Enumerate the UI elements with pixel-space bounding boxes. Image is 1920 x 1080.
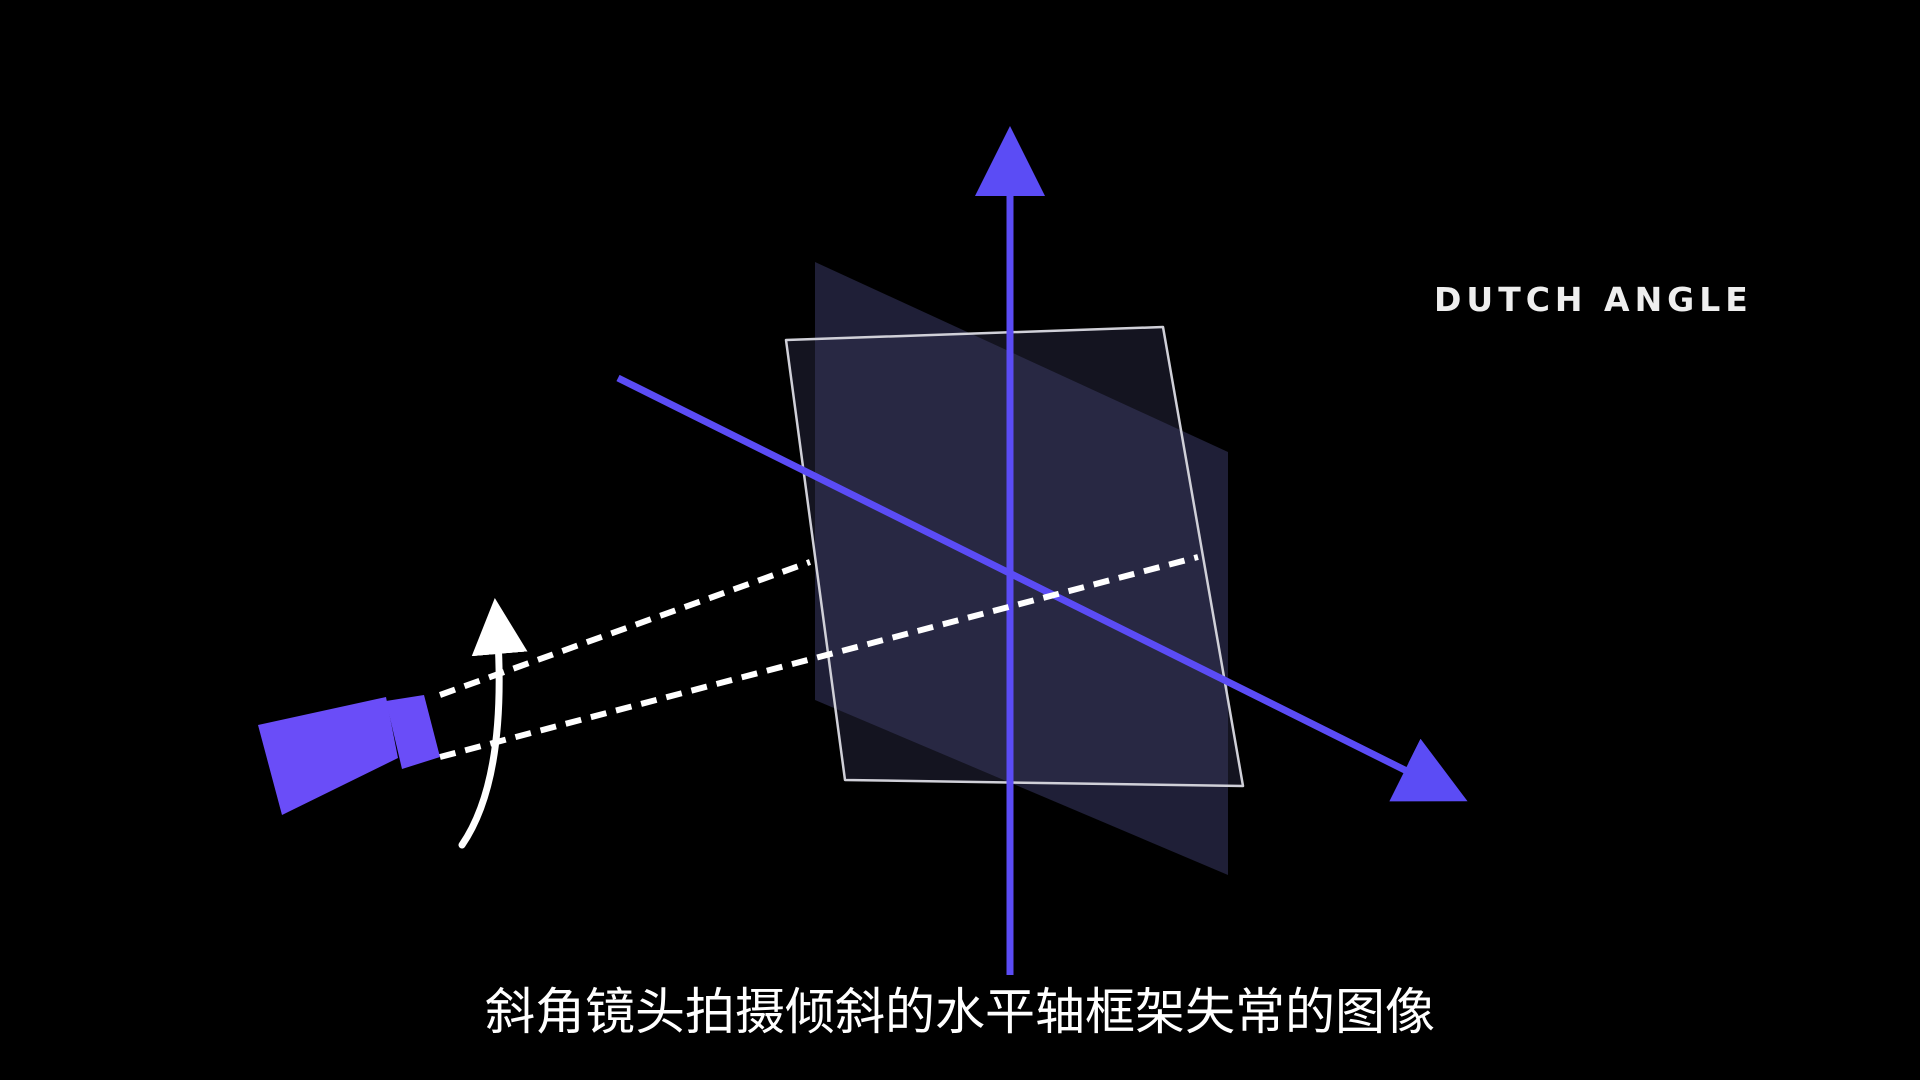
- image-plane: [815, 262, 1228, 875]
- camera-icon: [258, 695, 440, 815]
- diagram-title: DUTCH ANGLE: [1434, 280, 1753, 319]
- subtitle-caption: 斜角镜头拍摄倾斜的水平轴框架失常的图像: [485, 983, 1435, 1041]
- rotation-arrow-icon: [458, 598, 528, 849]
- tilted-frame: [784, 325, 1245, 788]
- sight-line-lower: [439, 554, 1199, 760]
- horizontal-axis: [616, 374, 1468, 802]
